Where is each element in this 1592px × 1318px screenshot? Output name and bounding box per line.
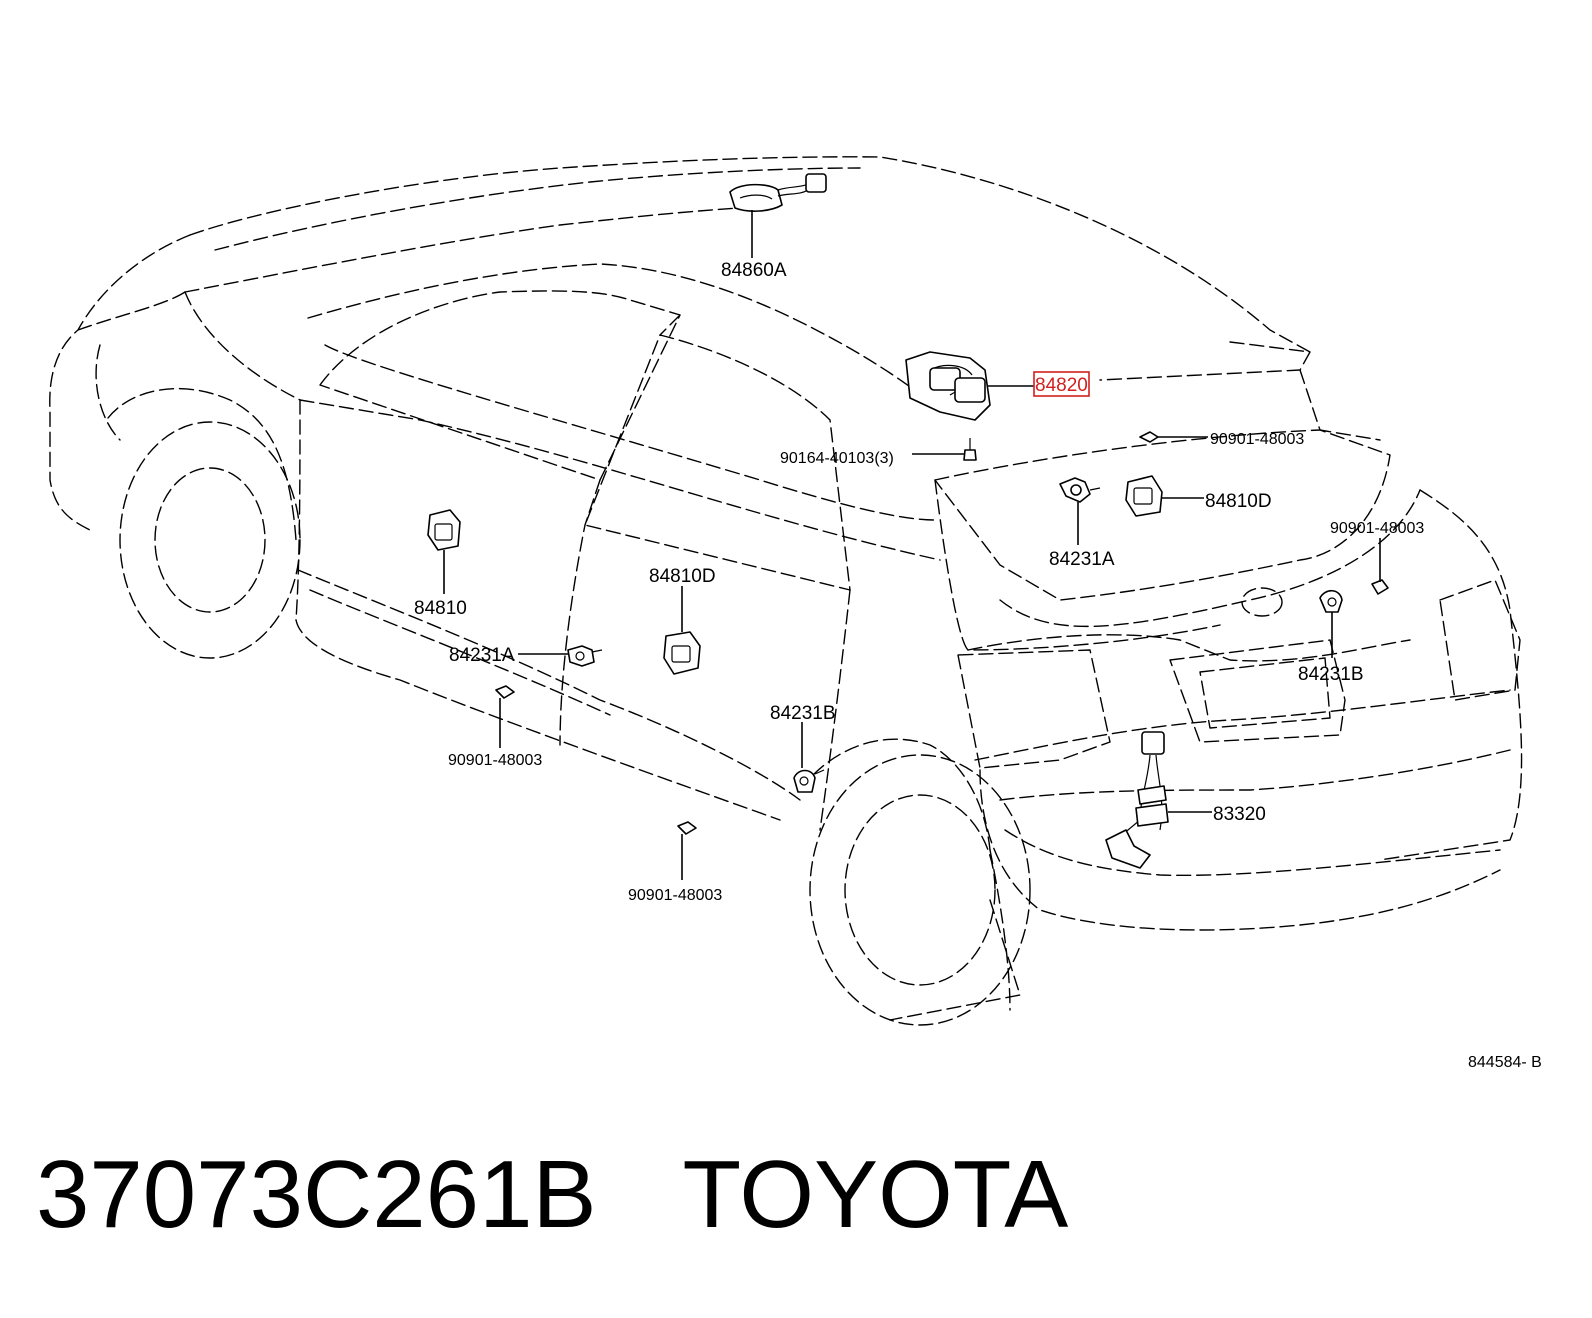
diagram-reference-code: 844584- B xyxy=(1468,1054,1542,1071)
part-number-title: 37073C261B xyxy=(36,1141,597,1248)
label-highlighted-switch: 84820 xyxy=(1035,375,1088,396)
label-clip-upper-right: 90901-48003 xyxy=(1210,431,1304,448)
switch-left-part xyxy=(427,509,461,594)
harness-part xyxy=(1105,731,1212,869)
car-outline xyxy=(49,156,1523,1026)
label-clip-bottom: 90901-48003 xyxy=(628,887,722,904)
clip-bottom-part xyxy=(677,821,697,880)
clip-left-part xyxy=(495,685,515,748)
clip-far-right-part xyxy=(1371,538,1389,595)
sensor-far-right-part xyxy=(1319,589,1343,658)
brand-title: TOYOTA xyxy=(682,1141,1069,1248)
roof-sensor-part xyxy=(729,173,827,258)
clip-upper-right-part xyxy=(1139,431,1208,443)
label-sensor-far-right: 84231B xyxy=(1298,664,1364,685)
highlight-box xyxy=(1033,371,1090,397)
switch-center-part xyxy=(663,586,701,675)
screw-part xyxy=(912,438,977,461)
label-switch-left: 84810 xyxy=(414,598,467,619)
sensor-left-part xyxy=(518,645,603,667)
switch-right-part xyxy=(1125,475,1204,517)
label-sensor-center: 84231B xyxy=(770,703,836,724)
label-roof-sensor: 84860A xyxy=(721,260,787,281)
label-clip-far-right: 90901-48003 xyxy=(1330,520,1424,537)
label-switch-center: 84810D xyxy=(649,566,716,587)
title-row: 37073C261B TOYOTA xyxy=(36,1140,1068,1250)
highlighted-switch-part xyxy=(905,351,1034,421)
label-switch-right: 84810D xyxy=(1205,491,1272,512)
sensor-right-upper-part xyxy=(1059,477,1101,545)
label-sensor-left: 84231A xyxy=(449,645,515,666)
label-screw: 90164-40103(3) xyxy=(780,450,894,467)
label-sensor-right-upper: 84231A xyxy=(1049,549,1115,570)
label-clip-left: 90901-48003 xyxy=(448,752,542,769)
label-harness: 83320 xyxy=(1213,804,1266,825)
sensor-center-part xyxy=(793,722,825,793)
